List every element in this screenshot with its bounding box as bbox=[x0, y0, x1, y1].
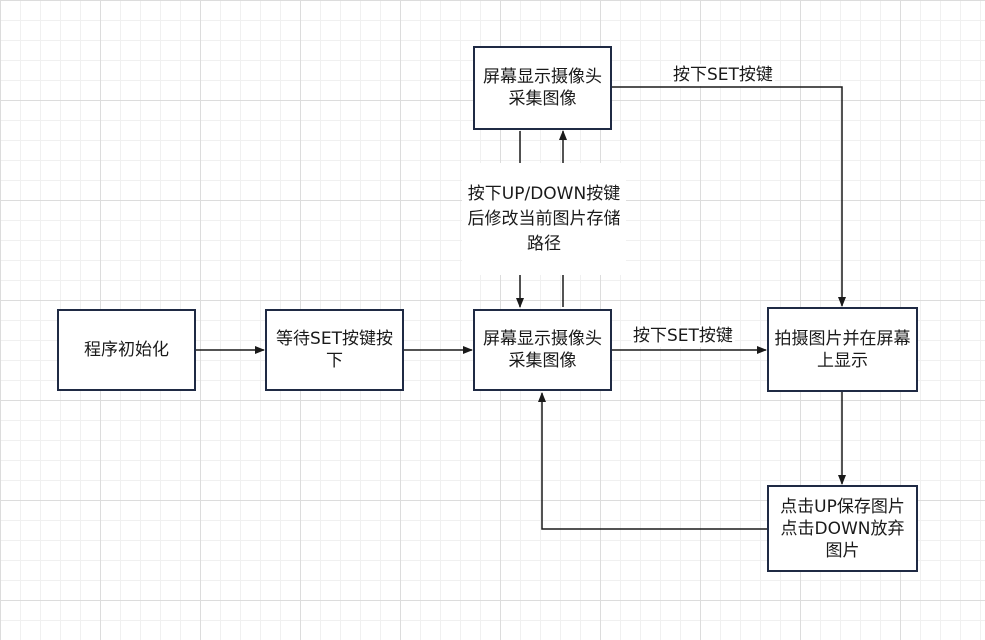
node-save-discard-label: 点击UP保存图片点击DOWN放弃图片 bbox=[780, 496, 905, 561]
node-preview-main-label: 屏幕显示摄像头采集图像 bbox=[483, 329, 602, 371]
edge-label-updown-modify-path: 按下UP/DOWN按键后修改当前图片存储路径 bbox=[462, 163, 626, 275]
node-preview-top[interactable]: 屏幕显示摄像头采集图像 bbox=[473, 46, 612, 130]
node-capture[interactable]: 拍摄图片并在屏幕上显示 bbox=[767, 307, 918, 392]
node-wait-set-label: 等待SET按键按下 bbox=[276, 329, 393, 371]
node-preview-main[interactable]: 屏幕显示摄像头采集图像 bbox=[473, 309, 612, 391]
edge-label-press-set-main: 按下SET按键 bbox=[631, 325, 735, 347]
node-save-discard[interactable]: 点击UP保存图片点击DOWN放弃图片 bbox=[767, 485, 918, 572]
node-capture-label: 拍摄图片并在屏幕上显示 bbox=[774, 328, 911, 371]
node-init-label: 程序初始化 bbox=[84, 340, 169, 360]
node-preview-top-label: 屏幕显示摄像头采集图像 bbox=[483, 67, 602, 109]
node-init[interactable]: 程序初始化 bbox=[57, 309, 196, 391]
edge-top-preview-to-capture bbox=[612, 86, 846, 307]
edge-label-updown-text: 按下UP/DOWN按键后修改当前图片存储路径 bbox=[467, 183, 621, 254]
edge-save-to-preview bbox=[538, 392, 767, 530]
node-wait-set[interactable]: 等待SET按键按下 bbox=[265, 309, 404, 391]
edge-label-press-set-top: 按下SET按键 bbox=[671, 64, 775, 86]
